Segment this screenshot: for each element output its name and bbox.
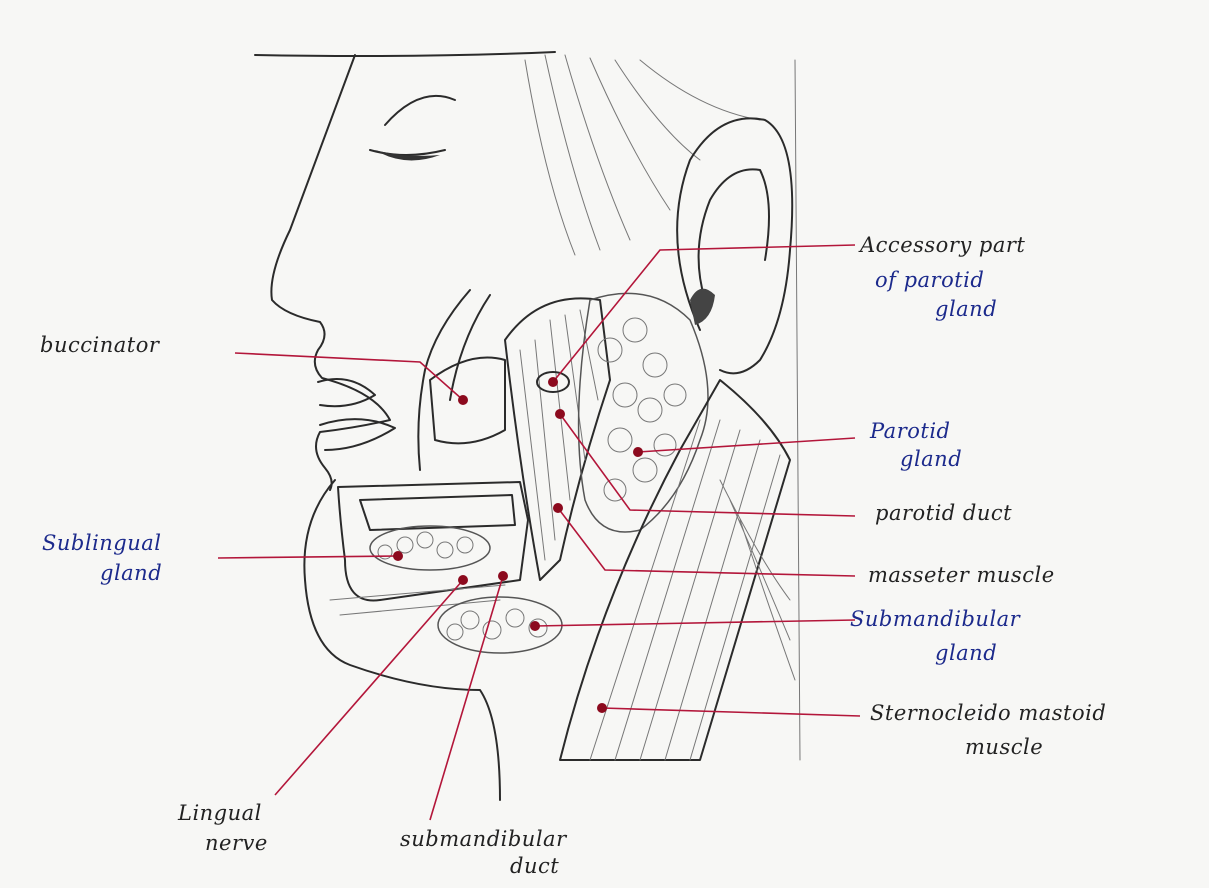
temporalis-fibers <box>525 55 760 255</box>
frame-right-line <box>795 60 800 760</box>
frame-top-line <box>255 52 555 56</box>
sublingual-gland-drawing <box>370 526 490 570</box>
ear-canal <box>690 289 715 325</box>
leader-lines <box>218 245 860 820</box>
tongue-lines <box>330 585 505 615</box>
leader-parotid-duct <box>560 414 855 516</box>
marker-accessory <box>548 377 558 387</box>
neck-fibers <box>720 480 795 680</box>
marker-scm <box>597 703 607 713</box>
marker-submand-duct <box>498 571 508 581</box>
scm-drawing <box>560 380 790 760</box>
lower-lip <box>320 419 395 450</box>
marker-buccinator <box>458 395 468 405</box>
ear-inner <box>699 169 769 300</box>
masseter-drawing <box>505 298 610 580</box>
ear-outer <box>677 118 792 373</box>
masseter-striations <box>520 310 598 560</box>
leader-submand-gland <box>535 620 855 626</box>
label-submand-duct-line1: submandibular <box>400 826 567 852</box>
label-scm-line1: Sternocleido mastoid <box>870 700 1106 726</box>
eye-brow <box>385 96 455 125</box>
leader-submand-duct <box>430 576 503 820</box>
upper-lip <box>318 379 375 406</box>
marker-sublingual <box>393 551 403 561</box>
label-parotid-line1: Parotid <box>870 418 951 444</box>
label-masseter: masseter muscle <box>868 562 1055 588</box>
label-lingual-line1: Lingual <box>178 800 262 826</box>
face-profile <box>271 55 390 490</box>
label-buccinator: buccinator <box>40 332 159 358</box>
marker-parotid <box>633 447 643 457</box>
label-scm-line2: muscle <box>965 734 1043 760</box>
label-accessory-line2: of parotid <box>875 267 984 293</box>
marker-dots <box>393 377 643 713</box>
marker-masseter <box>553 503 563 513</box>
marker-lingual <box>458 575 468 585</box>
label-parotid-line2: gland <box>900 446 962 472</box>
label-accessory-line3: gland <box>935 296 997 322</box>
submandibular-gland-drawing <box>438 597 562 653</box>
cheek-line-inner <box>450 295 490 400</box>
leader-scm <box>602 708 860 716</box>
leader-parotid <box>638 438 855 452</box>
marker-parotid-duct <box>555 409 565 419</box>
label-accessory-line1: Accessory part <box>860 232 1025 258</box>
label-parotid-duct: parotid duct <box>875 500 1012 526</box>
label-lingual-line2: nerve <box>205 830 268 856</box>
label-submand-gland-line1: Submandibular <box>850 606 1020 632</box>
label-sublingual-line1: Sublingual <box>42 530 162 556</box>
label-submand-gland-line2: gland <box>935 640 997 666</box>
parotid-gland-drawing <box>579 293 708 532</box>
label-sublingual-line2: gland <box>100 560 162 586</box>
mouth-section-inner <box>360 495 515 530</box>
leader-sublingual <box>218 556 398 558</box>
marker-submand-gland <box>530 621 540 631</box>
label-submand-duct-line2: duct <box>510 853 559 879</box>
